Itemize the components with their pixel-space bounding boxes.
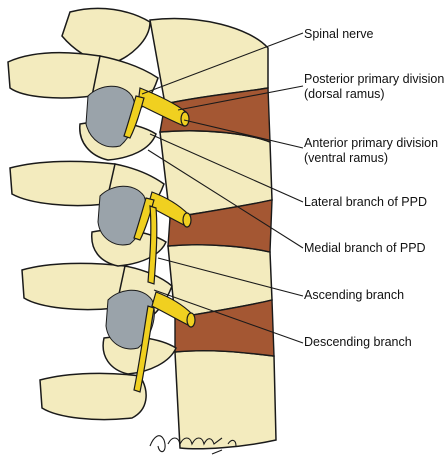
label-ascending-branch-line1: Ascending branch (304, 288, 405, 302)
intervertebral-discs (159, 87, 275, 357)
ascending-nerve-branch (147, 205, 158, 285)
leader-spinal-nerve (141, 32, 304, 95)
label-descending-branch: Descending branch (304, 335, 412, 350)
label-anterior-primary-division-line2: (ventral ramus) (304, 151, 389, 165)
leader-posterior-primary-division (177, 85, 304, 111)
transverse-process-bottom (39, 372, 147, 421)
transverse-process-upper (7, 51, 107, 99)
leader-anterior-primary-division (183, 119, 304, 149)
leader-lateral-branch-ppd (149, 133, 304, 203)
label-spinal-nerve: Spinal nerve (304, 27, 374, 42)
disc-middle (167, 199, 273, 253)
label-lateral-branch-ppd-line1: Lateral branch of PPD (304, 195, 427, 209)
nerve-root-end-middle (182, 212, 192, 228)
spinous-process-upper (61, 7, 151, 65)
label-posterior-primary-division: Posterior primary division (dorsal ramus… (304, 72, 444, 102)
label-descending-branch-line1: Descending branch (304, 335, 412, 349)
facet-joint-lower (105, 289, 155, 350)
nerve-root-end-lower (186, 312, 196, 328)
descending-nerve-branch (133, 305, 155, 393)
label-lateral-branch-ppd: Lateral branch of PPD (304, 195, 427, 210)
label-anterior-primary-division-line1: Anterior primary division (304, 136, 439, 150)
label-posterior-primary-division-line2: (dorsal ramus) (304, 87, 385, 101)
label-medial-branch-ppd: Medial branch of PPD (304, 241, 426, 256)
artist-signature (149, 435, 237, 455)
nerve-root-end-upper (180, 111, 190, 127)
label-ascending-branch: Ascending branch (304, 288, 404, 303)
nerves (123, 87, 196, 393)
label-posterior-primary-division-line1: Posterior primary division (304, 72, 445, 86)
disc-upper (159, 87, 271, 144)
disc-lower (174, 299, 275, 357)
label-medial-branch-ppd-line1: Medial branch of PPD (304, 241, 426, 255)
leader-medial-branch-ppd (147, 149, 304, 249)
dorsal-ramus-upper (123, 95, 145, 139)
label-spinal-nerve-line1: Spinal nerve (304, 27, 374, 41)
label-anterior-primary-division: Anterior primary division (ventral ramus… (304, 136, 438, 166)
leader-descending-branch (153, 289, 304, 344)
vertebral-body-bottom (174, 349, 277, 450)
leader-ascending-branch (157, 257, 304, 297)
leader-lines (141, 32, 304, 344)
facet-joint-capsules (85, 85, 155, 350)
